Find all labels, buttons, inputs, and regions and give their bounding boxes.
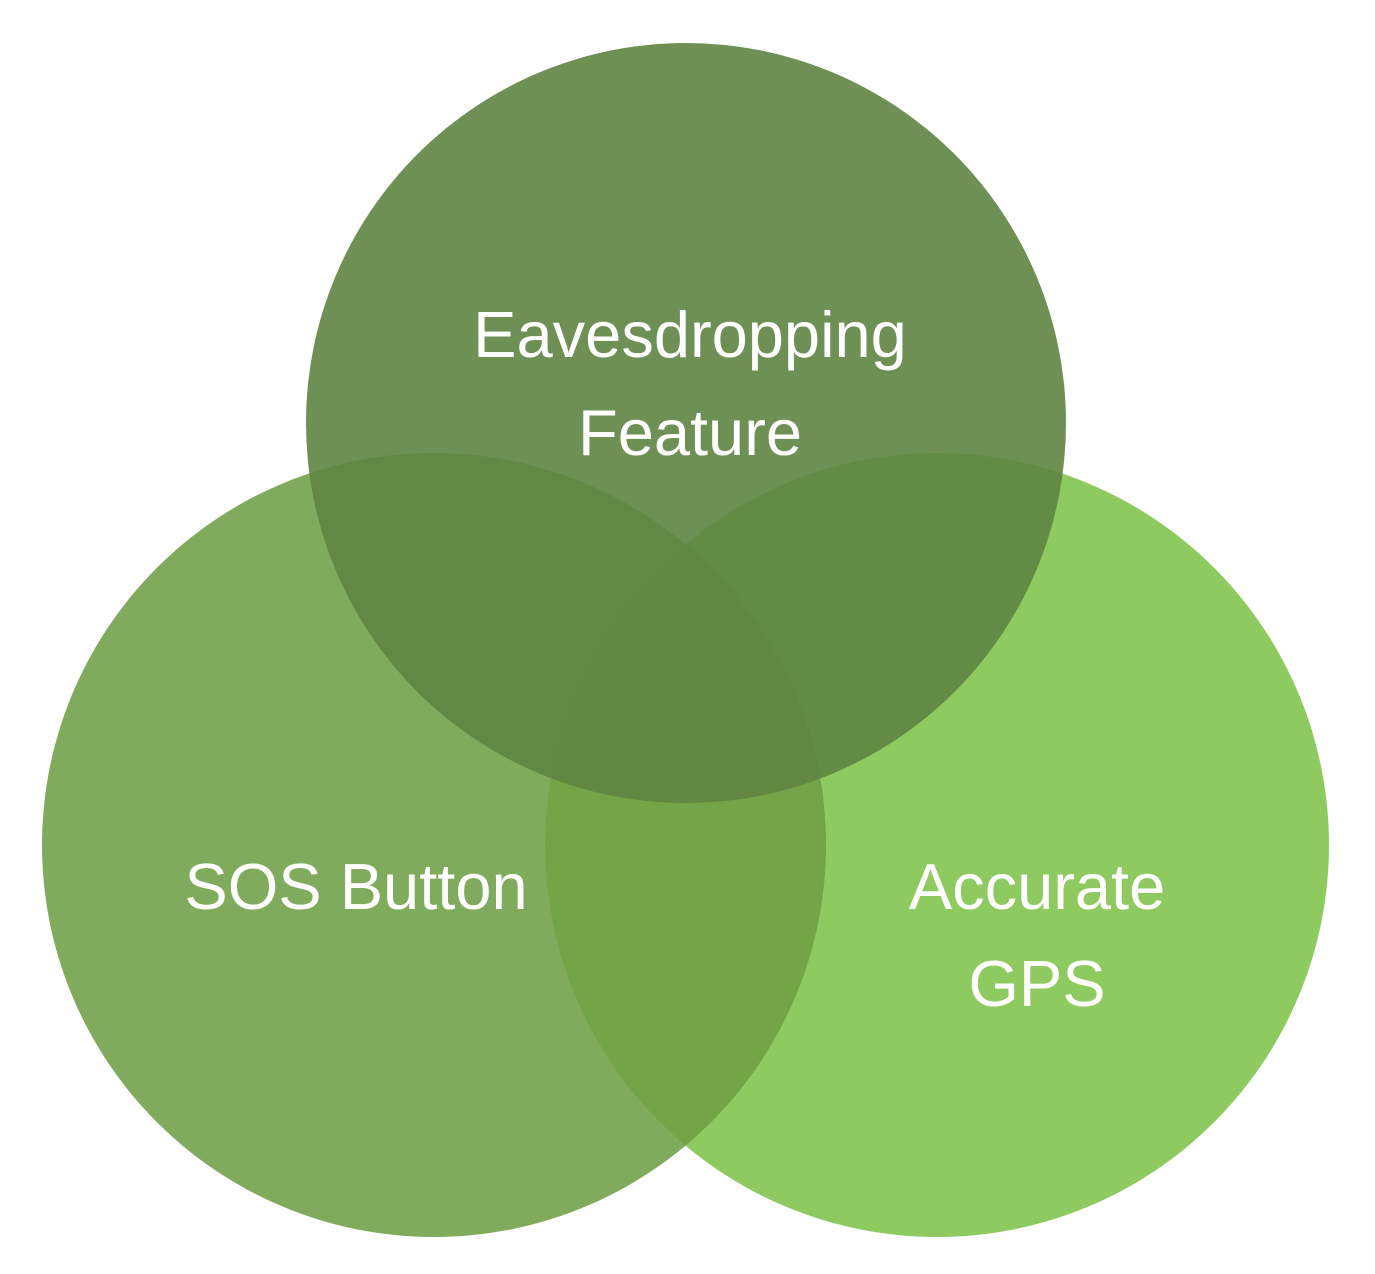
label-top-line-2: Feature — [578, 396, 802, 469]
label-right-line-1: Accurate — [909, 850, 1166, 923]
label-left: SOS Button — [184, 850, 527, 923]
circle-top — [306, 43, 1066, 803]
label-top-line-1: Eavesdropping — [473, 298, 907, 371]
label-right-line-2: GPS — [968, 947, 1105, 1020]
